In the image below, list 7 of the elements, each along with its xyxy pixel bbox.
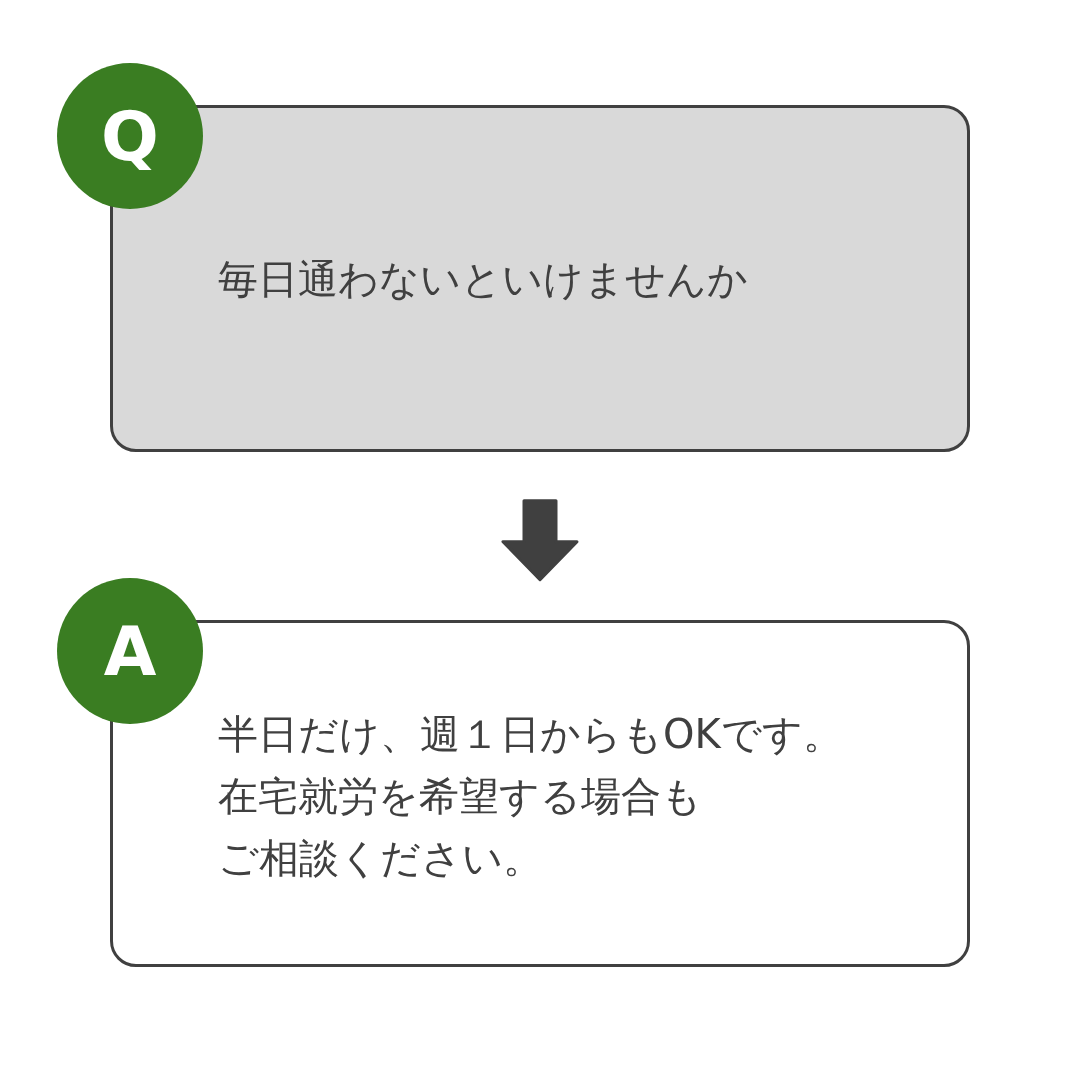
answer-text: 在宅就労を希望する場合も	[218, 772, 702, 821]
letter-badge: Q	[57, 63, 203, 209]
answer-text: 半日だけ、週１日からもOKです。	[218, 710, 843, 759]
question-text: 毎日通わないといけませんか	[218, 255, 748, 304]
down-arrow	[501, 499, 579, 582]
answer-text: ご相談ください。	[218, 834, 543, 883]
letter-badge: A	[57, 578, 203, 724]
